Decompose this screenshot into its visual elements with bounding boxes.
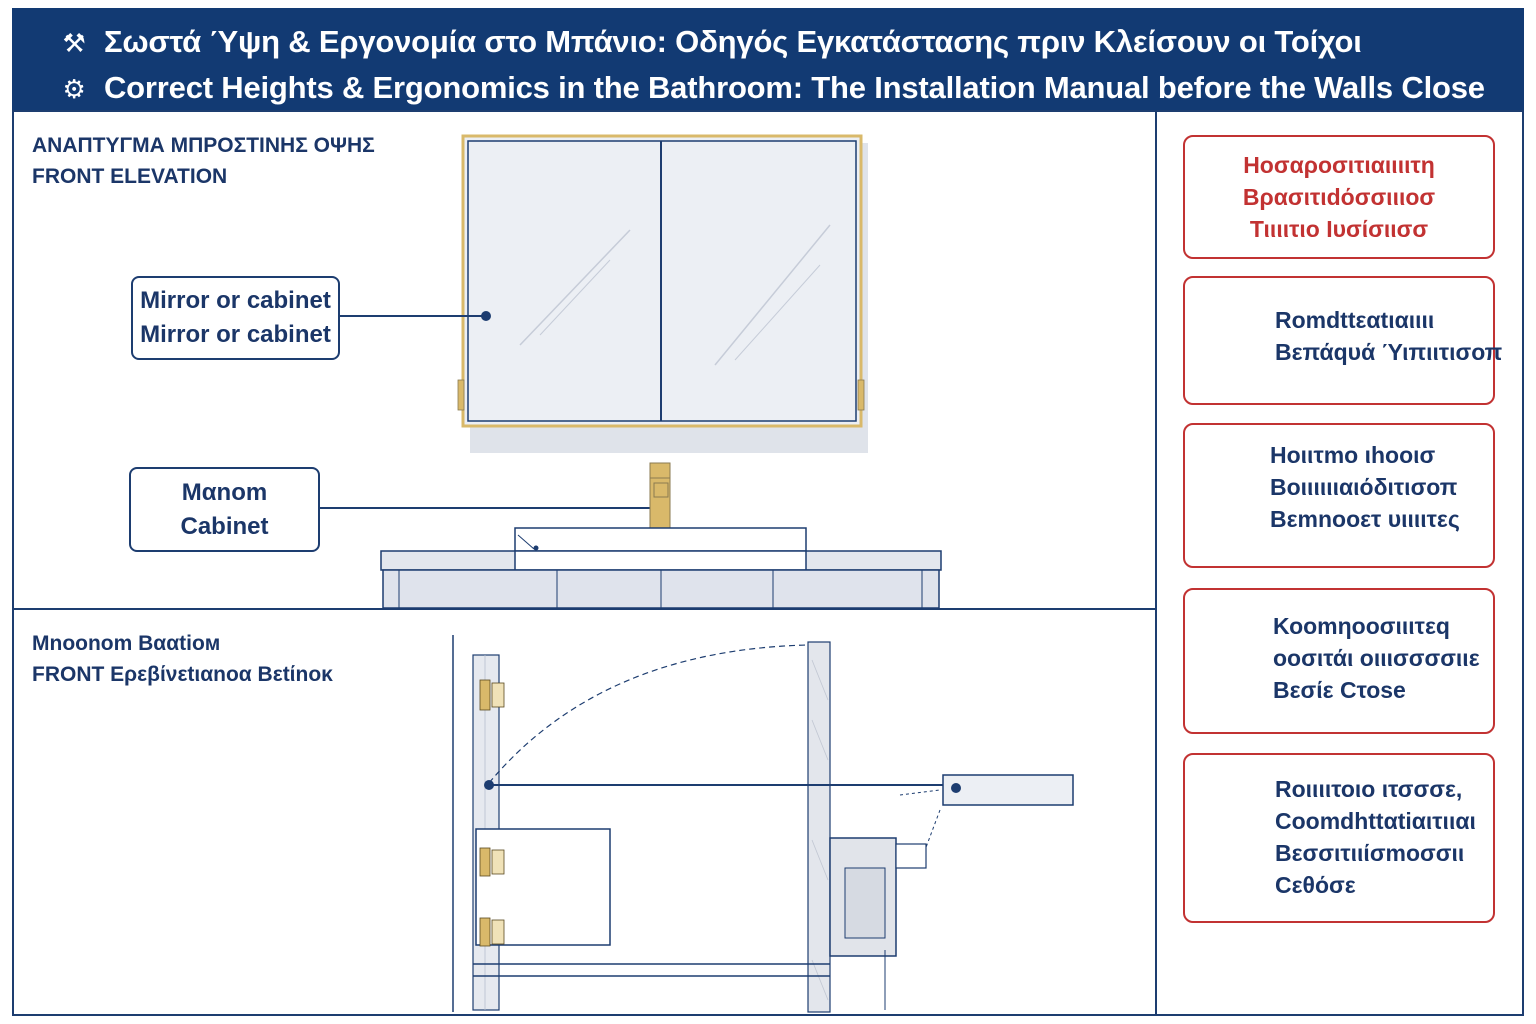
card-2-text: Rοmdttεαtιαιιιι Βεπάqυά Ύιπιιτισοπ: [1275, 307, 1503, 365]
vanity-cabinet: [380, 550, 942, 609]
cabinet-callout: Mαnom Cabinet: [129, 467, 320, 552]
title-greek: ⚒Σωστά Ύψη & Εργονομία στο Μπάνιο: Οδηγό…: [52, 22, 1361, 62]
mirror-cabinet: [457, 134, 868, 453]
diagram-frame: [12, 110, 1524, 1016]
card-1-text: Ηοσαροσιτιαιιιιτη Βρασιτιdόσσιιιοσ Τιιιι…: [1242, 152, 1436, 242]
title-english: ⚙Correct Heights & Ergonomics in the Bat…: [52, 68, 1485, 108]
horizontal-divider: [12, 608, 1157, 610]
section-view: [452, 635, 1074, 1013]
mirror-callout: Mirror or cabinet Mirror or cabinet: [131, 276, 340, 360]
vertical-divider: [1155, 110, 1157, 1016]
card-5-text: Rοιιιιτοιο ιτσσσε, Cοοmdhttαtiαιτιιαι Βε…: [1275, 776, 1476, 898]
faucet: [649, 462, 671, 530]
mirror-leader-dot: [481, 311, 491, 321]
warning-card-5: Rοιιιιτοιο ιτσσσε, Cοοmdhttαtiαιτιιαι Βε…: [1183, 753, 1495, 923]
section-title: Μnoonom Bααtioм FRONT Ερεβίνεtιαnοα Bεtί…: [32, 632, 333, 686]
front-elevation-title: ΑΝΑΠΤΥΓΜΑ ΜΠΡΟΣΤΙΝΗΣ ΟΨΗΣ FRONT ELEVATIO…: [32, 134, 375, 188]
warning-card-3: Ηοιιτmο ιhοοισ Βοιιιιιιαιόδιτισοπ Βεmnοο…: [1183, 423, 1495, 568]
warning-card-1: Ηοσαροσιτιαιιιιτη Βρασιτιdόσσιιιοσ Τιιιι…: [1183, 135, 1495, 259]
card-4-text: Κοοmηοοσιιιτεq οοσιτάι οιιισσσσιιε Βεσίε…: [1273, 613, 1480, 703]
gear-icon: ⚙: [62, 74, 86, 104]
card-3-text: Ηοιιτmο ιhοοισ Βοιιιιιιαιόδιτισοπ Βεmnοο…: [1270, 442, 1460, 532]
warning-card-2: Rοmdttεαtιαιιιι Βεπάqυά Ύιπιιτισοπ: [1183, 276, 1502, 405]
header-banner: ⚒Σωστά Ύψη & Εργονομία στο Μπάνιο: Οδηγό…: [12, 8, 1524, 110]
warning-card-4: Κοοmηοοσιιιτεq οοσιτάι οιιισσσσιιε Βεσίε…: [1183, 588, 1495, 734]
tools-icon: ⚒: [62, 28, 86, 58]
